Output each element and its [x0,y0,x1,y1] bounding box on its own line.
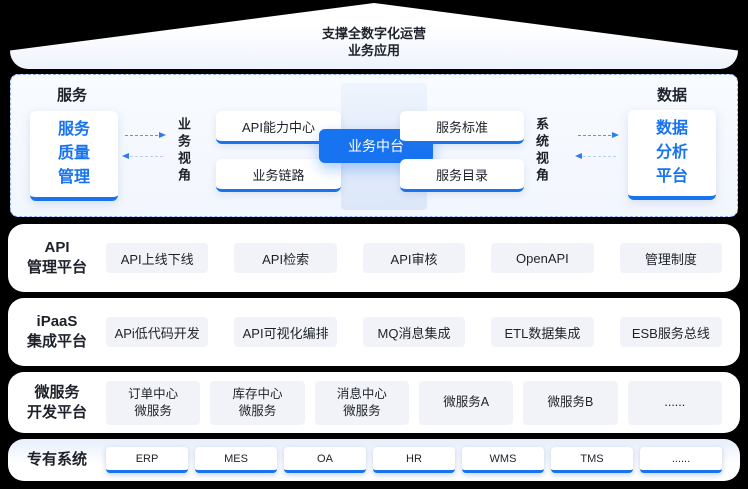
row-label-microservice-platform: 微服务 开发平台 [26,383,87,421]
business-view-label: 业务视角 [176,117,191,185]
service-quality-platform-box: 服务 质量 管理 [30,111,118,201]
chip-api-lowcode-dev: APi低代码开发 [106,317,209,347]
api-platform-row: API 管理平台 API上线下线 API检索 API审核 OpenAPI 管理制… [8,224,740,292]
roof-title: 支撑全数字化运营 业务应用 [10,25,738,59]
chip-api-search: API检索 [234,243,337,273]
data-header: 数据 [656,87,687,104]
chip-oa: OA [284,447,366,473]
ipaas-platform-row: iPaaS 集成平台 APi低代码开发 API可视化编排 MQ消息集成 ETL数… [8,298,740,366]
row-label-api-platform: API 管理平台 [26,239,87,276]
chip-tms: TMS [551,447,633,473]
business-link-box: 业务链路 [216,159,341,192]
microservice-chips: 订单中心 微服务 库存中心 微服务 消息中心 微服务 微服务A 微服务B ...… [106,380,722,425]
chip-api-visual-orchestration: API可视化编排 [234,317,337,347]
arrow-left-icon [575,153,616,159]
service-header: 服务 [57,87,88,104]
chip-microservice-more: ...... [627,380,722,425]
chip-mes: MES [195,447,277,473]
chip-microservice-b: 微服务B [523,380,618,425]
roof-banner: 支撑全数字化运营 业务应用 [10,3,738,69]
microservice-platform-row: 微服务 开发平台 订单中心 微服务 库存中心 微服务 消息中心 微服务 微服务A… [8,372,740,433]
row-label-ipaas-platform: iPaaS 集成平台 [26,313,87,350]
chip-message-center-ms: 消息中心 微服务 [314,380,409,425]
roof-title-line2: 业务应用 [347,43,400,58]
data-analysis-platform-box: 数据 分析 平台 [628,110,716,200]
proprietary-systems-row: 专有系统 ERP MES OA HR WMS TMS ...... [8,439,740,481]
chip-api-review: API审核 [362,243,466,273]
arrow-left-icon [122,153,163,159]
service-standard-box: 服务标准 [400,111,524,144]
arrow-right-icon [578,132,619,138]
arrow-right-icon [125,132,166,138]
ipaas-platform-chips: APi低代码开发 API可视化编排 MQ消息集成 ETL数据集成 ESB服务总线 [106,317,723,347]
chip-etl-integration: ETL数据集成 [491,317,594,347]
chip-erp: ERP [106,447,188,473]
chip-order-center-ms: 订单中心 微服务 [106,380,201,425]
chip-mq-integration: MQ消息集成 [362,317,466,347]
chip-openapi: OpenAPI [491,243,594,273]
chip-api-online-offline: API上线下线 [106,243,209,273]
middle-platform-panel: 服务 数据 服务 质量 管理 业务视角 API能力中心 业务链路 业务中台 服务… [10,74,738,217]
service-catalog-box: 服务目录 [400,159,524,192]
chip-microservice-a: 微服务A [418,380,514,425]
roof-title-line1: 支撑全数字化运营 [321,26,426,41]
system-view-label: 系统视角 [534,117,549,185]
chip-inventory-center-ms: 库存中心 微服务 [210,380,305,425]
row-label-proprietary-systems: 专有系统 [26,451,87,468]
proprietary-system-chips: ERP MES OA HR WMS TMS ...... [106,447,722,473]
chip-sys-more: ...... [640,447,722,473]
api-platform-chips: API上线下线 API检索 API审核 OpenAPI 管理制度 [106,243,723,273]
chip-management-system: 管理制度 [619,243,723,273]
chip-hr: HR [373,447,455,473]
chip-esb-bus: ESB服务总线 [619,317,723,347]
chip-wms: WMS [462,447,544,473]
